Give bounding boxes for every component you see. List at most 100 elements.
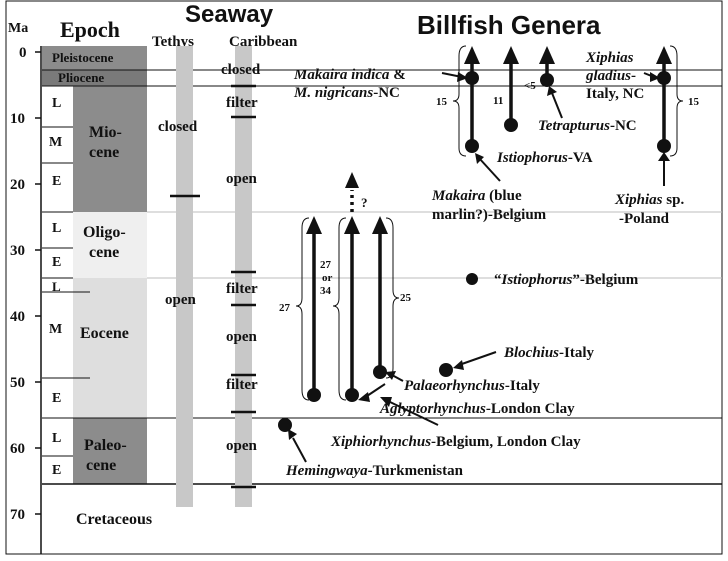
pleistocene-label: Pleistocene [52,50,114,65]
brace-15-right [669,45,684,157]
tethys-closed: closed [158,119,198,135]
axis-tick-labels: 0 10 20 30 40 50 60 70 [10,45,27,523]
palaeorhynchus-label: Palaeorhynchus-Italy [404,378,540,394]
brace-27 [295,217,310,401]
tick-20: 20 [10,177,25,193]
arrowhead [453,360,464,370]
pliocene-block [42,70,147,86]
arrowhead [385,371,396,380]
miocene-early: E [52,174,61,189]
xiphias-poland-dot [657,139,671,153]
arrowhead [457,72,468,82]
makaira-belgium-label-2: marlin?)-Belgium [432,207,547,223]
caribbean-filter-1: filter [226,95,258,111]
range-braces [295,45,684,401]
caribbean-filter-2: filter [226,281,258,297]
brace-15-right-label: 15 [688,96,700,108]
arrowhead [380,397,392,407]
eocene-label: Eocene [80,325,129,342]
brace-25-label: 25 [400,292,412,304]
pointer-tetrapturus [551,92,563,119]
brace-15-left-label: 15 [436,96,448,108]
makaira-belgium-dot [465,139,479,153]
caribbean-closed: closed [221,62,261,78]
eocene-block [73,278,147,418]
aglyptorhynchus-dot [345,388,359,402]
caribbean-filter-3: filter [226,377,258,393]
aglyptorhynchus-label: Aglyptorhynchus-London Clay [379,401,575,417]
eocene-late: L [52,279,61,294]
istiophorus-belgium-label: “Istiophorus”-Belgium [494,272,639,288]
eocene-early: E [52,391,61,406]
tethys-open: open [165,292,197,308]
arrowhead [372,216,388,234]
arrowhead [306,216,322,234]
pointer-makaira-belgium [478,157,501,182]
istiophorus-va-dot [504,118,518,132]
eocene-middle: M [49,322,62,337]
arrowhead [464,46,480,64]
arrowhead [656,46,672,64]
pointer-hemingwaya [292,437,307,463]
blochius-dot [439,363,453,377]
oligocene-label-1: Oligo- [83,224,126,241]
uncertain-question-mark: ? [361,195,368,210]
tick-50: 50 [10,375,25,391]
arrowhead [288,429,297,440]
caribbean-transition-marks [231,84,256,489]
miocene-middle: M [49,135,62,150]
paleocene-label-1: Paleo- [84,437,127,454]
xiphias-gladius-label-2: gladius- [585,68,636,84]
lineage-bars [312,62,666,395]
cretaceous-label: Cretaceous [76,511,152,528]
period-boundaries [42,69,722,485]
pointer-xiphiorhynchus [389,401,439,426]
paleocene-late: L [52,431,61,446]
arrowhead [503,46,519,64]
arrowhead [650,72,660,82]
oligocene-early: E [52,255,61,270]
tick-0: 0 [19,45,27,61]
xiphias-poland-label-2: -Poland [619,211,670,227]
brace-27-or-34 [332,217,347,401]
arrowhead [539,46,555,64]
xiphias-poland-label-1: Xiphias sp. [614,192,684,208]
hemingwaya-label: Hemingwaya-Turkmenistan [285,463,464,479]
brace-11-label: 11 [493,95,503,107]
paleocene-block [73,418,147,484]
paleocene-label-2: cene [86,457,116,474]
miocene-label-1: Mio- [89,124,122,141]
brace-27or34-label-1: 27 [320,259,332,271]
arrowhead [344,216,360,234]
tick-60: 60 [10,441,25,457]
makaira-belgium-label-1: Makaira (blue [431,188,522,204]
xiphiorhynchus-label: Xiphiorhynchus-Belgium, London Clay [330,434,581,450]
lineage-arrowheads [306,46,672,234]
xiphiorhynchus-dot [307,388,321,402]
tethys-bar [176,46,193,507]
istiophorus-va-label: Istiophorus-VA [496,150,593,166]
pointer-arrowheads [288,72,670,440]
caribbean-bar [235,46,252,507]
epoch-header: Epoch [60,17,120,42]
miocene-label-2: cene [89,144,119,161]
tick-40: 40 [10,309,25,325]
pleistocene-block [42,46,147,70]
arrowhead [358,392,370,402]
billfish-genera-header: Billfish Genera [417,10,601,40]
brace-27-label: 27 [279,302,291,314]
tick-10: 10 [10,111,25,127]
tick-70: 70 [10,507,25,523]
brace-25 [385,217,400,379]
blochius-label: Blochius-Italy [503,345,595,361]
makaira-nigricans-label: M. nigricans-NC [293,85,400,101]
range-brace-labels: 27 27 or 34 25 15 11 <5 15 [279,80,700,314]
tick-30: 30 [10,243,25,259]
palaeorhynchus-dot [373,365,387,379]
xiphias-gladius-dot [657,71,671,85]
paleocene-early: E [52,463,61,478]
brace-15-left [452,45,467,157]
pliocene-label: Pliocene [58,70,104,85]
brace-27or34-label-3: 34 [320,285,332,297]
caribbean-open-2: open [226,329,258,345]
